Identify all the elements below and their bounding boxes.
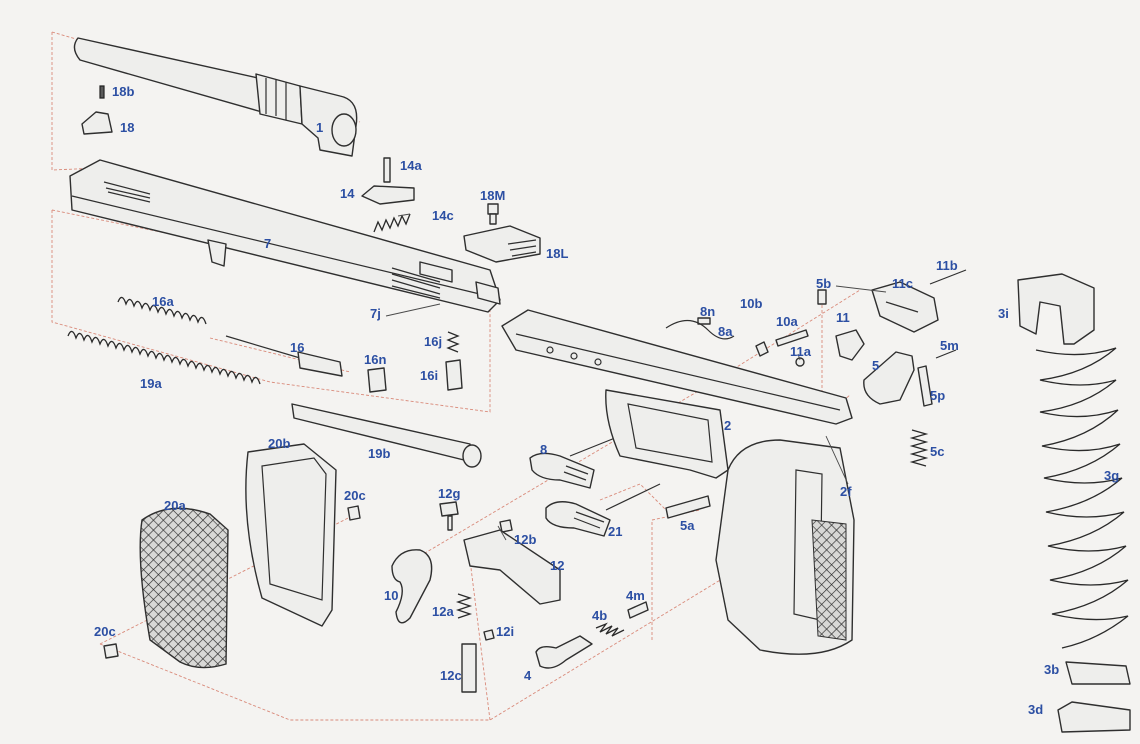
springs-and-guide-rods (67, 296, 482, 468)
label-2f: 2f (840, 484, 852, 499)
label-18b: 18b (112, 84, 134, 99)
label-5c: 5c (930, 444, 944, 459)
label-21: 21 (608, 524, 622, 539)
label-12i: 12i (496, 624, 514, 639)
safety-lever-parts (529, 435, 711, 537)
label-8n: 8n (700, 304, 715, 319)
label-18L: 18L (546, 246, 568, 261)
label-8: 8 (540, 442, 547, 457)
label-5a: 5a (680, 518, 695, 533)
label-3d: 3d (1028, 702, 1043, 717)
label-20b: 20b (268, 436, 290, 451)
label-11: 11 (836, 310, 850, 325)
slide-stop-parts (535, 601, 649, 669)
label-20c-bottom: 20c (94, 624, 116, 639)
barrel-part (73, 37, 358, 157)
label-4m: 4m (626, 588, 645, 603)
hammer-group (863, 269, 967, 467)
label-10: 10 (384, 588, 398, 603)
label-19a: 19a (140, 376, 162, 391)
label-14c: 14c (432, 208, 454, 223)
label-5: 5 (872, 358, 879, 373)
trigger-group (391, 501, 561, 693)
label-16n: 16n (364, 352, 386, 367)
label-12: 12 (550, 558, 564, 573)
label-12c: 12c (440, 668, 462, 683)
label-18: 18 (120, 120, 134, 135)
label-7: 7 (264, 236, 271, 251)
rear-sight-parts (463, 203, 541, 263)
label-18M: 18M (480, 188, 505, 203)
label-3g: 3g (1104, 468, 1119, 483)
label-10a: 10a (776, 314, 798, 329)
label-2: 2 (724, 418, 731, 433)
front-sight-part (81, 85, 113, 135)
label-11b: 11b (936, 258, 958, 273)
label-12a: 12a (432, 604, 454, 619)
label-16: 16 (290, 340, 304, 355)
leader-lines (385, 213, 887, 541)
label-5p: 5p (930, 388, 945, 403)
label-11c: 11c (892, 276, 913, 291)
label-8a: 8a (718, 324, 733, 339)
label-20c-top: 20c (344, 488, 366, 503)
label-4: 4 (524, 668, 532, 683)
label-16i: 16i (420, 368, 438, 383)
label-11a: 11a (790, 344, 812, 359)
label-16a: 16a (152, 294, 174, 309)
label-12b: 12b (514, 532, 536, 547)
label-4b: 4b (592, 608, 607, 623)
grip-panels (103, 443, 361, 669)
label-1: 1 (316, 120, 323, 135)
label-3b: 3b (1044, 662, 1059, 677)
label-5b: 5b (816, 276, 831, 291)
extractor-parts (361, 157, 415, 233)
label-14: 14 (340, 186, 355, 201)
slide-part (69, 159, 501, 313)
label-20a: 20a (164, 498, 186, 513)
part-labels: 1 18b 18 14a 14 14c 18M 18L 7 7j 16a 16 … (94, 84, 1119, 717)
label-16j: 16j (424, 334, 442, 349)
label-5m: 5m (940, 338, 959, 353)
label-12g: 12g (438, 486, 460, 501)
label-10b: 10b (740, 296, 762, 311)
label-14a: 14a (400, 158, 422, 173)
frame-part (501, 309, 855, 655)
label-3i: 3i (998, 306, 1009, 321)
magazine-parts (1017, 273, 1131, 733)
label-7j: 7j (370, 306, 381, 321)
label-19b: 19b (368, 446, 390, 461)
frame-small-parts (665, 289, 865, 367)
